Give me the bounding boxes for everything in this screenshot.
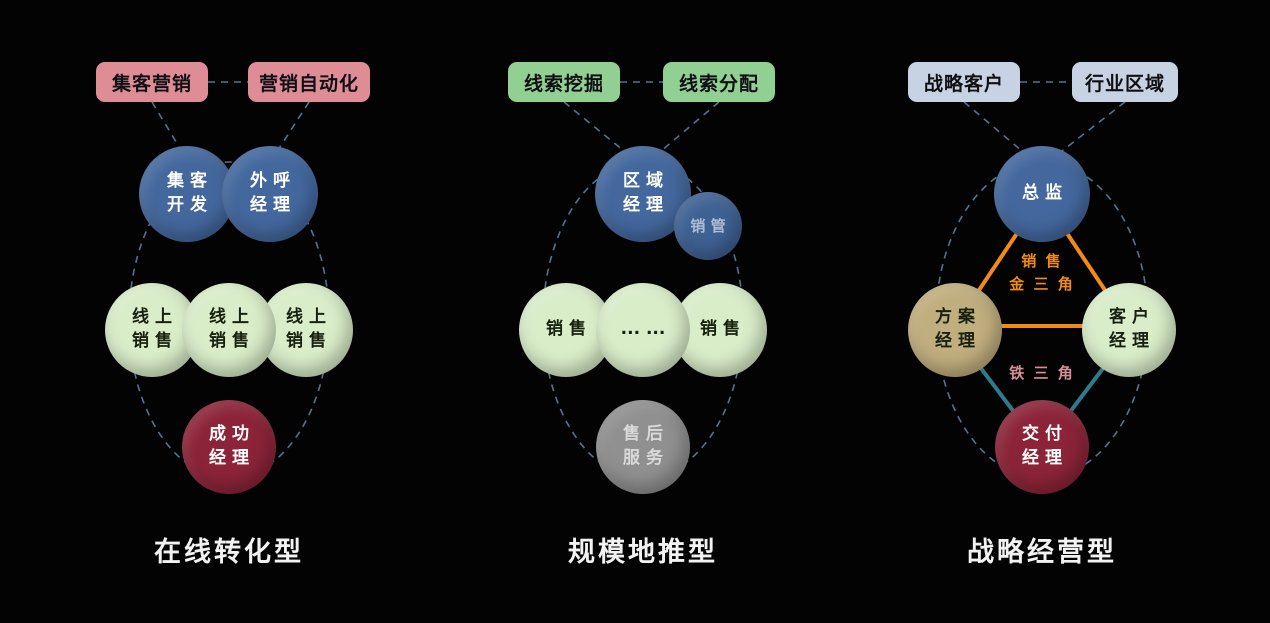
tag-inbound-marketing: 集客营销 — [96, 62, 208, 102]
node-outbound-manager: 外 呼 经 理 — [222, 146, 318, 242]
tag-lead-mining: 线索挖掘 — [508, 62, 620, 102]
node-account-manager: 客 户 经 理 — [1082, 283, 1176, 377]
node-aftersales-service: 售 后 服 务 — [596, 400, 690, 494]
tag-to-node-line — [1061, 101, 1126, 152]
node-label: 总 监 — [1022, 183, 1062, 204]
node-inbound-development: 集 客 开 发 — [139, 146, 235, 242]
node-label: 售 后 服 务 — [623, 424, 663, 468]
golden-triangle-lines — [953, 194, 1131, 328]
node-label: 方 案 经 理 — [935, 307, 975, 351]
node-online-sales-2: 线 上 销 售 — [182, 283, 276, 377]
tag-lead-distribution: 线索分配 — [663, 62, 775, 102]
node-delivery-manager: 交 付 经 理 — [995, 400, 1089, 494]
node-label: 集 客 开 发 — [167, 171, 207, 215]
node-label: 客 户 经 理 — [1109, 307, 1149, 351]
node-label: 交 付 经 理 — [1022, 424, 1062, 468]
node-sales-ops: 销 管 — [674, 192, 742, 260]
node-success-manager: 成 功 经 理 — [182, 400, 276, 494]
tag-marketing-automation: 营销自动化 — [248, 62, 370, 102]
tag-strategic-account: 战略客户 — [908, 62, 1020, 102]
node-label: 线 上 销 售 — [286, 307, 326, 351]
column-title-scale-field: 规模地推型 — [568, 537, 718, 568]
tag-to-node-line — [563, 101, 625, 152]
node-label: 销 售 — [700, 319, 740, 340]
node-solution-manager: 方 案 经 理 — [908, 283, 1002, 377]
node-label: 销 管 — [690, 216, 726, 235]
node-label: 区 域 经 理 — [623, 171, 663, 215]
column-title-strategic: 战略经营型 — [967, 537, 1117, 568]
node-label: 销 售 — [546, 319, 586, 340]
iron-triangle-label: 铁 三 角 — [1009, 364, 1075, 382]
golden-triangle-label: 销 售 金 三 角 — [1009, 252, 1075, 294]
tag-to-node-line — [660, 101, 720, 152]
node-label: 线 上 销 售 — [209, 307, 249, 351]
tag-to-node-line — [277, 101, 310, 151]
node-label: 成 功 经 理 — [209, 424, 249, 468]
node-director: 总 监 — [994, 146, 1090, 242]
node-label: ... ... — [620, 319, 666, 340]
tag-to-node-line — [151, 101, 182, 151]
column-title-online-conversion: 在线转化型 — [154, 537, 304, 568]
node-field-sales-more: ... ... — [596, 283, 690, 377]
tag-to-node-line — [963, 101, 1023, 152]
tag-industry-region: 行业区域 — [1072, 62, 1178, 102]
node-label: 线 上 销 售 — [132, 307, 172, 351]
node-label: 外 呼 经 理 — [250, 171, 290, 215]
